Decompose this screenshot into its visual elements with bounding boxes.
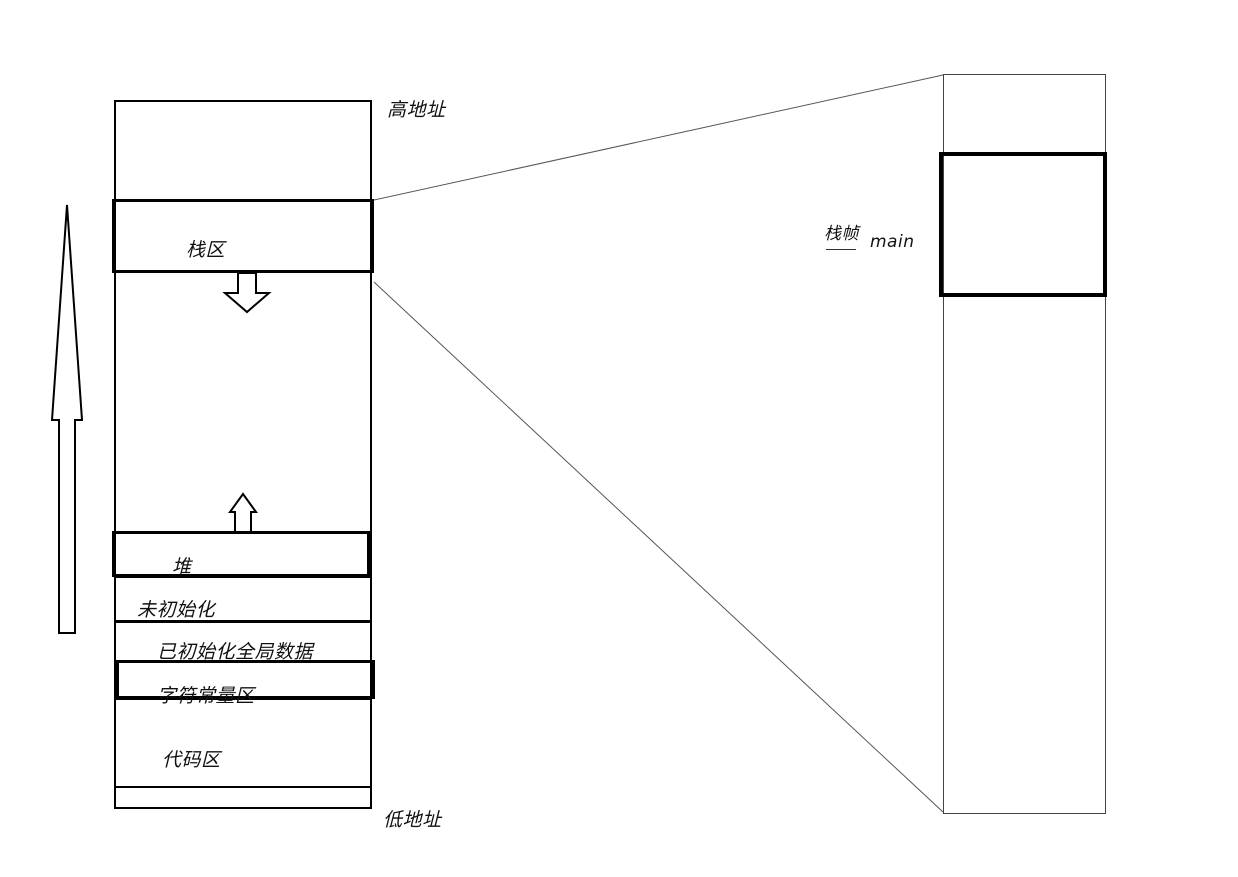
zoom-line-bottom (373, 281, 944, 813)
stack-label: 栈区 (186, 239, 226, 261)
heap-up-arrow-icon (228, 492, 258, 533)
heap-label: 堆 (172, 556, 192, 578)
low-address-label: 低地址 (383, 809, 442, 831)
initialized-global-label: 已初始化全局数据 (157, 641, 314, 663)
zoom-line-top (373, 74, 944, 201)
heap-segment (112, 531, 370, 577)
memory-column (114, 100, 372, 809)
address-growth-arrow-icon (50, 204, 84, 634)
stack-frame-label: 栈帧 (824, 224, 859, 244)
stack-down-arrow-icon (222, 272, 272, 314)
high-address-label: 高地址 (387, 99, 446, 121)
stack-zoom-panel (943, 74, 1106, 814)
code-label: 代码区 (162, 749, 221, 771)
string-constants-label: 字符常量区 (157, 685, 255, 707)
code-segment (114, 698, 372, 788)
stack-frame-underline (826, 249, 856, 250)
string-constants-segment (116, 660, 375, 699)
uninitialized-label: 未初始化 (137, 599, 216, 621)
main-stack-frame (939, 152, 1107, 297)
main-frame-label: main (870, 232, 915, 252)
stack-segment (112, 199, 374, 273)
